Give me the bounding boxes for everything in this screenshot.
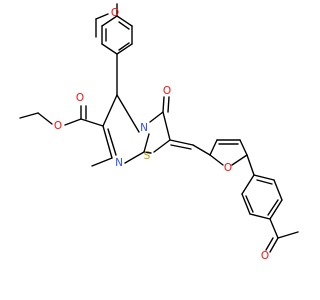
- bond: [102, 125, 113, 159]
- bond: [64, 118, 82, 126]
- bond: [124, 151, 145, 164]
- bond: [102, 94, 118, 127]
- bond: [231, 154, 248, 166]
- bond: [169, 139, 194, 146]
- bond: [256, 179, 273, 185]
- bond: [241, 193, 251, 215]
- bond: [170, 144, 192, 150]
- bond: [249, 213, 271, 220]
- atom-label-ring-carbonyl-oxygen: O: [163, 85, 171, 97]
- bond: [143, 151, 152, 154]
- bond: [241, 174, 255, 195]
- bond: [167, 96, 170, 113]
- bond: [143, 133, 150, 153]
- chemical-structure-diagram: O O O N O N S O O: [19, 3, 299, 262]
- bond: [269, 237, 279, 253]
- atom-label-ring-imine-nitrogen: N: [115, 157, 123, 169]
- bond: [37, 112, 53, 125]
- bond: [149, 111, 164, 123]
- bond: [269, 218, 279, 239]
- atom-labels: O O O N O N S O O: [54, 7, 269, 262]
- bond: [118, 21, 130, 30]
- bond: [95, 13, 109, 20]
- bond: [116, 43, 133, 55]
- bond: [192, 144, 211, 156]
- bond: [273, 179, 283, 201]
- bond: [269, 199, 283, 220]
- bond: [162, 96, 165, 113]
- bond: [107, 128, 117, 156]
- bond: [277, 231, 299, 239]
- atom-label-ester-carbonyl-oxygen: O: [76, 92, 84, 104]
- bond: [101, 43, 118, 55]
- atom-label-furan-oxygen: O: [224, 162, 232, 174]
- bond: [267, 199, 279, 216]
- bond: [265, 237, 274, 251]
- bond: [153, 139, 171, 153]
- bond: [162, 111, 171, 141]
- atom-label-methoxy-oxygen: O: [111, 7, 119, 19]
- bond: [209, 154, 224, 166]
- atom-label-thiazole-sulfur: S: [144, 150, 151, 162]
- bond: [116, 94, 140, 133]
- bond: [80, 118, 104, 127]
- atom-label-ring-fusion-nitrogen: N: [140, 122, 148, 134]
- bond: [253, 174, 275, 181]
- bond: [246, 154, 255, 176]
- bond: [118, 42, 130, 51]
- bond: [239, 139, 248, 156]
- bond: [116, 15, 133, 27]
- atom-label-ester-ether-oxygen: O: [54, 120, 62, 132]
- bond: [209, 139, 218, 156]
- bond: [101, 15, 118, 27]
- bond: [91, 157, 113, 167]
- bond: [245, 195, 254, 213]
- bond: [19, 112, 39, 119]
- bond-lines: [19, 3, 299, 253]
- atom-label-acetyl-oxygen: O: [261, 250, 269, 262]
